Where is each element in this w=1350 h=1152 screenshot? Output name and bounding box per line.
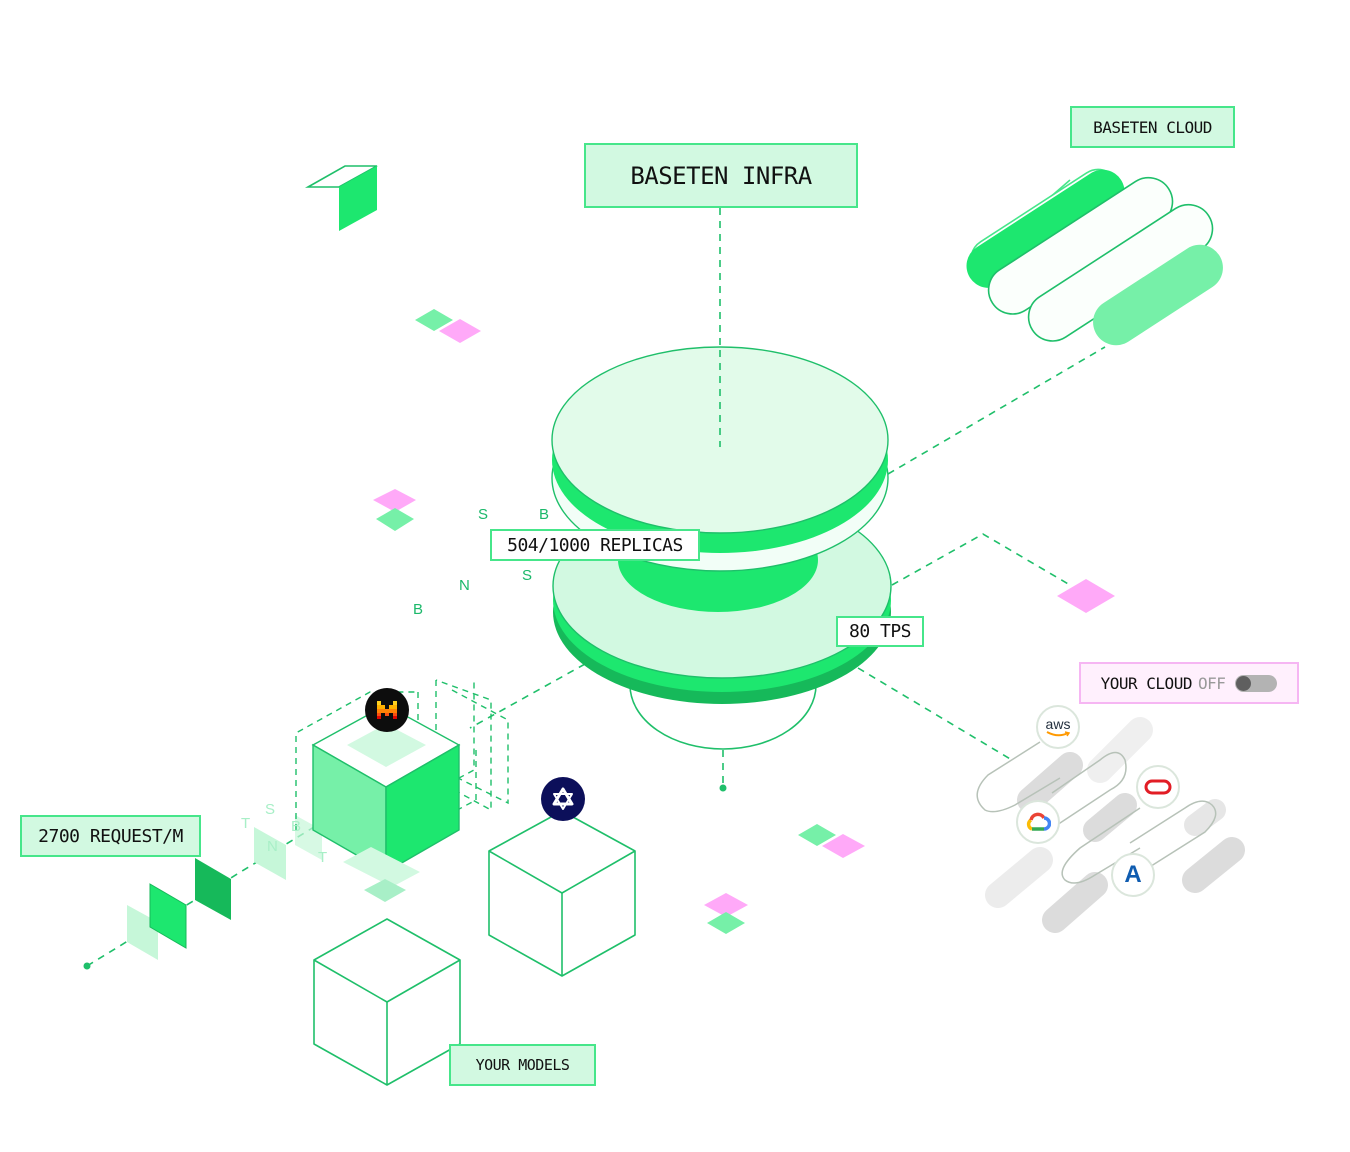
models-connector-line	[469, 663, 586, 729]
your-cloud-control: YOUR CLOUD OFF	[1079, 662, 1299, 704]
pink-tile	[1057, 579, 1115, 613]
your-cloud-label: YOUR CLOUD	[1100, 673, 1193, 693]
baseten-infra-label: BASETEN INFRA	[584, 143, 858, 208]
model-cube-qwen	[488, 810, 636, 977]
floating-letter: B	[413, 601, 424, 618]
green-tile	[376, 508, 414, 531]
azure-provider-badge: A	[1111, 853, 1155, 897]
aws-logo-icon: aws	[1045, 716, 1071, 732]
google-cloud-logo-icon	[1026, 812, 1051, 831]
toggle-knob	[1236, 675, 1252, 691]
pink-tile	[822, 834, 865, 858]
floating-letter: N	[267, 838, 278, 855]
mistral-logo-icon	[377, 701, 397, 719]
baseten-cloud-shape	[966, 168, 1223, 346]
azure-logo-icon: A	[1124, 861, 1142, 888]
green-tile	[415, 309, 453, 331]
aws-smile-icon	[1046, 731, 1070, 737]
qwen-badge	[541, 777, 585, 821]
cloud-connector-line	[887, 346, 1106, 475]
floating-letter: T	[318, 849, 328, 866]
oracle-provider-badge	[1136, 765, 1180, 809]
pink-tile	[704, 893, 748, 917]
request-packet	[149, 883, 187, 949]
mistral-badge	[365, 688, 409, 732]
your-models-label: YOUR MODELS	[449, 1044, 596, 1086]
your-cloud-toggle[interactable]	[1235, 674, 1278, 692]
pink-tile-connector-line	[891, 533, 1071, 586]
floating-letter: S	[265, 801, 276, 818]
floating-letter: T	[241, 815, 251, 832]
pink-tile	[439, 319, 481, 343]
model-cube-empty	[313, 918, 461, 1086]
floating-box-shape	[304, 165, 378, 231]
replicas-label: 504/1000 REPLICAS	[490, 529, 700, 561]
request-packet	[254, 827, 286, 880]
oracle-logo-icon	[1144, 779, 1172, 795]
google-cloud-provider-badge	[1016, 800, 1060, 844]
request-connector-dot	[83, 962, 91, 970]
bottom-connector-dot	[719, 784, 727, 792]
qwen-logo-icon	[552, 787, 574, 810]
aws-provider-badge: aws	[1036, 705, 1080, 749]
baseten-cloud-label: BASETEN CLOUD	[1070, 106, 1235, 148]
floating-letter: N	[459, 577, 470, 594]
your-cloud-connector-line	[857, 667, 1013, 761]
green-tile	[798, 824, 836, 846]
active-model-cube	[295, 679, 509, 902]
green-tile	[707, 912, 745, 934]
tps-label: 80 TPS	[836, 616, 924, 647]
floating-letter: B	[539, 506, 550, 523]
floating-letter: S	[478, 506, 489, 523]
pink-tile	[373, 489, 416, 512]
request-packet	[195, 858, 231, 920]
your-cloud-state: OFF	[1197, 673, 1226, 693]
your-cloud-shape	[976, 717, 1245, 933]
floating-letter: B	[291, 818, 302, 835]
floating-tiles	[373, 309, 1115, 934]
floating-letter: S	[522, 567, 533, 584]
requests-label: 2700 REQUEST/M	[20, 815, 201, 857]
